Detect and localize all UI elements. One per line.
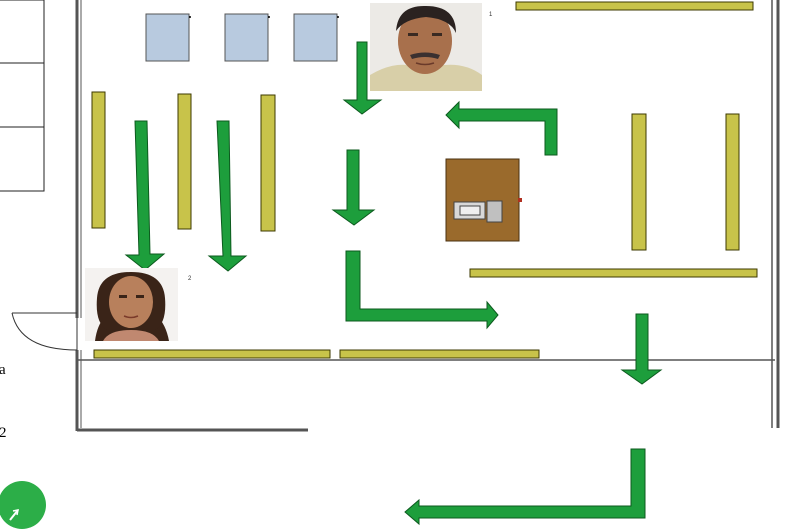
shelf-bottom-center xyxy=(339,349,540,359)
arrow-diag-2 xyxy=(207,120,248,272)
walls xyxy=(75,0,780,432)
shelf-left-3 xyxy=(260,94,276,232)
cabinet-1 xyxy=(145,13,190,62)
person-photo-2 xyxy=(85,268,178,341)
shelf-right-1 xyxy=(631,113,647,251)
arrow-down-2 xyxy=(331,149,376,226)
shelf-right-2 xyxy=(725,113,740,251)
shelf-bottom-left xyxy=(93,349,331,359)
arrow-left-curve xyxy=(445,100,558,156)
arrow-down-right xyxy=(345,250,499,330)
shelf-left-1 xyxy=(91,91,106,229)
person-photo-1 xyxy=(370,3,482,91)
shelf-left-2 xyxy=(177,93,192,230)
side-label-2: 2 xyxy=(0,425,7,441)
desk xyxy=(445,158,522,242)
side-label-a: a xyxy=(0,362,6,378)
cabinet-3 xyxy=(293,13,338,62)
shelf-middle-right xyxy=(469,268,758,278)
arrow-bottom-left xyxy=(404,448,646,526)
photo-1-marker: 1 xyxy=(489,12,493,18)
green-circle-icon xyxy=(0,481,46,529)
photo-2-marker: 2 xyxy=(188,276,192,282)
door xyxy=(11,312,78,351)
arrow-down-exit xyxy=(620,313,663,385)
evacuation-arrows xyxy=(124,41,663,526)
arrow-diag-1 xyxy=(124,120,166,271)
arrow-down-1 xyxy=(342,41,383,115)
shelf-top-right xyxy=(515,1,754,11)
cabinet-2 xyxy=(224,13,269,62)
cash-register-icon xyxy=(453,200,503,223)
side-table xyxy=(0,0,45,192)
shelves xyxy=(91,1,758,359)
